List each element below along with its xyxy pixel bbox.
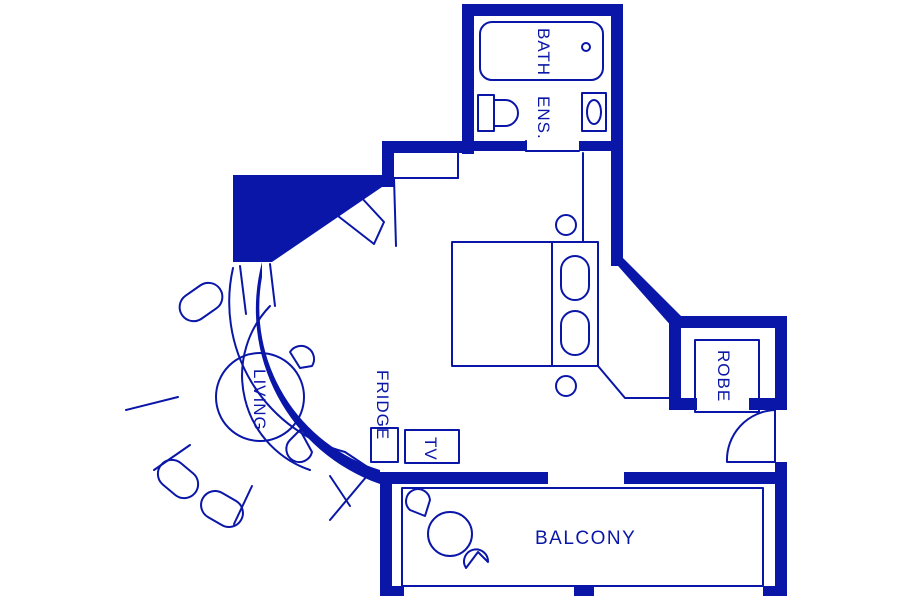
wall-balcony-right bbox=[775, 472, 787, 596]
toilet-bowl bbox=[493, 99, 519, 127]
bedside-lamp-1 bbox=[555, 214, 577, 236]
chair-1 bbox=[289, 345, 315, 369]
wall-south-right bbox=[624, 472, 787, 484]
wall-bath-bottom-left bbox=[474, 141, 526, 151]
chair-2 bbox=[285, 429, 313, 464]
balcony-area bbox=[401, 487, 764, 587]
sofa-outer bbox=[228, 267, 346, 453]
wall-balcony-post-3 bbox=[763, 586, 787, 596]
bed bbox=[451, 241, 599, 367]
cushion-3 bbox=[200, 490, 244, 528]
pillow-2 bbox=[560, 310, 590, 356]
label-fridge: FRIDGE bbox=[373, 370, 392, 440]
basin bbox=[586, 99, 602, 125]
entry-door bbox=[725, 409, 776, 463]
interior-lines bbox=[125, 21, 776, 587]
bathtub bbox=[479, 21, 604, 81]
label-ensuite: ENS. bbox=[534, 96, 553, 140]
wall-bath-top bbox=[462, 4, 623, 16]
wall-living-curve bbox=[255, 262, 380, 484]
bedside-lamp-2 bbox=[555, 375, 577, 397]
wall-east-diagonal bbox=[611, 258, 681, 328]
tub-drain bbox=[581, 42, 591, 52]
label-tv: TV bbox=[421, 437, 440, 461]
wall-robe-right bbox=[775, 316, 787, 410]
walls bbox=[233, 4, 787, 596]
wall-north bbox=[382, 141, 474, 153]
vanity bbox=[581, 92, 607, 132]
tv-unit bbox=[404, 429, 460, 464]
wall-balcony-left bbox=[380, 472, 392, 596]
room-labels: BATH ENS. LIVING FRIDGE TV ROBE BALCONY bbox=[250, 28, 733, 549]
wall-wedge bbox=[233, 175, 382, 262]
cushion-1 bbox=[178, 281, 224, 323]
cushion-2 bbox=[156, 458, 200, 500]
balcony-chair-1 bbox=[405, 488, 431, 517]
balcony-chair-2 bbox=[463, 548, 490, 569]
label-balcony: BALCONY bbox=[535, 528, 636, 549]
wall-south-left bbox=[380, 472, 548, 484]
wall-balcony-post-1 bbox=[380, 586, 404, 596]
wall-north-step bbox=[382, 141, 394, 187]
toilet-cistern bbox=[477, 94, 495, 132]
sofa-inner bbox=[241, 305, 311, 471]
wall-robe-top bbox=[669, 316, 787, 328]
wall-robe-left bbox=[669, 316, 681, 410]
robe-cabinet bbox=[694, 339, 760, 413]
label-living: LIVING bbox=[250, 369, 269, 431]
label-robe: ROBE bbox=[714, 350, 733, 402]
wall-robe-bottom-left bbox=[669, 398, 697, 410]
fridge-unit bbox=[370, 427, 399, 463]
wall-east-upper bbox=[611, 4, 623, 266]
dining-table bbox=[215, 352, 305, 442]
wall-bath-left bbox=[462, 4, 474, 154]
pillow-1 bbox=[560, 255, 590, 301]
wall-balcony-post-2 bbox=[574, 586, 594, 596]
window-breaks bbox=[112, 397, 300, 556]
balcony-table bbox=[427, 511, 473, 557]
wall-bath-bottom-right bbox=[579, 141, 613, 151]
wall-robe-bottom-right bbox=[749, 398, 787, 410]
corner-cupboard bbox=[337, 195, 385, 245]
label-bath: BATH bbox=[534, 28, 553, 76]
